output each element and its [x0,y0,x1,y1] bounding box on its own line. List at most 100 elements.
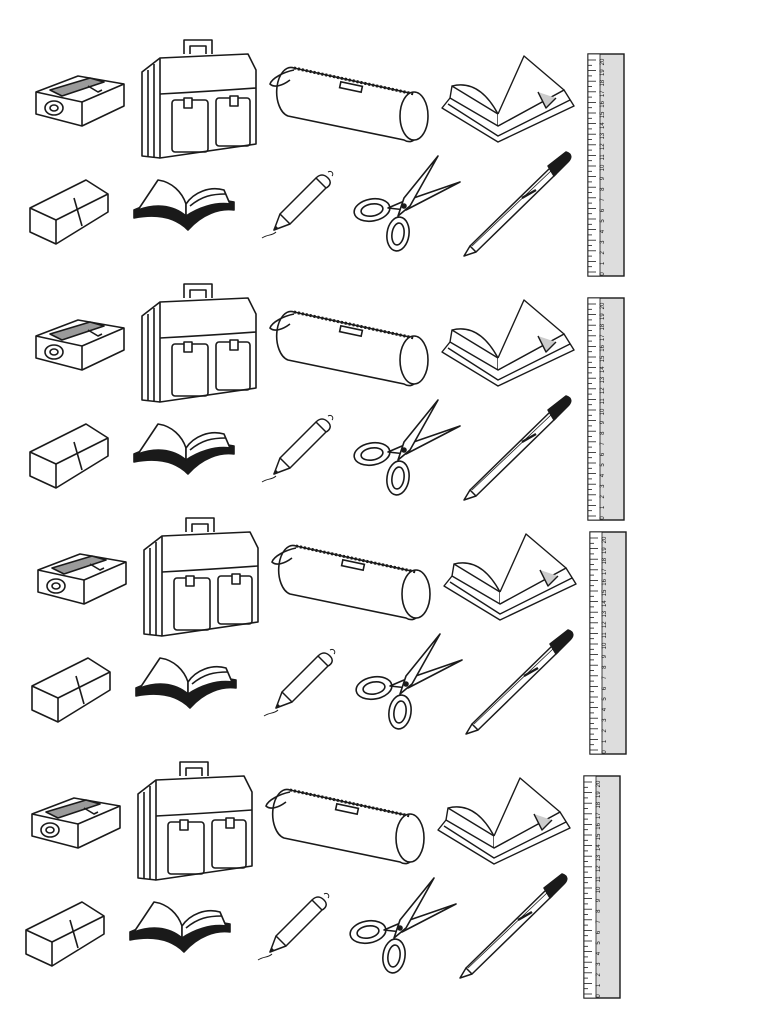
ruler-number: 0 [600,272,606,276]
ruler-number: 5 [600,219,606,223]
ruler-number: 17 [600,90,606,97]
ruler-number: 8 [596,909,602,913]
ruler-number: 6 [600,452,606,456]
ruler-number: 15 [602,589,608,596]
notebook-icon [438,296,578,390]
ruler-number: 3 [602,718,608,722]
ruler-number: 1 [602,739,608,743]
pencil-case-icon [268,536,436,622]
eraser-icon [22,900,108,970]
ruler-number: 18 [600,323,606,330]
sharpener-icon [32,312,128,374]
ruler-number: 2 [602,728,608,732]
ruler-number: 14 [600,122,606,129]
ruler-number: 1 [600,261,606,265]
ruler-number: 7 [600,197,606,201]
ruler-number: 4 [600,473,606,477]
pencil-icon [254,890,334,962]
ruler-number: 16 [596,822,602,829]
ruler-number: 15 [596,833,602,840]
ruler-number: 15 [600,355,606,362]
ruler-number: 0 [602,750,608,754]
ruler-number: 14 [596,844,602,851]
ruler-number: 0 [596,994,602,998]
ruler-number: 11 [596,876,602,883]
sharpener-icon [28,790,124,852]
ruler-number: 10 [596,886,602,893]
eraser-icon [28,656,114,726]
ruler-number: 2 [600,494,606,498]
ruler-number: 3 [596,962,602,966]
eraser-icon [26,422,112,492]
ruler-number: 17 [596,812,602,819]
ruler-number: 16 [602,578,608,585]
ruler-number: 2 [596,972,602,976]
pencil-icon [260,646,340,718]
schoolbag-icon [140,514,262,640]
pencil-case-icon [266,302,434,388]
ruler-number: 3 [600,240,606,244]
book-icon [132,654,240,716]
ruler-number: 18 [602,557,608,564]
ruler-number: 1 [596,983,602,987]
book-icon [126,898,234,960]
ruler-number: 19 [602,547,608,554]
ruler-number: 8 [600,187,606,191]
ruler-number: 14 [600,366,606,373]
ruler-number: 17 [600,334,606,341]
ruler-number: 15 [600,111,606,118]
ruler-number: 12 [600,143,606,150]
sharpener-icon [34,546,130,608]
ruler-number: 7 [602,675,608,679]
ruler-number: 0 [600,516,606,520]
ruler-number: 13 [600,132,606,139]
ruler-number: 4 [602,707,608,711]
ruler-number: 5 [602,697,608,701]
notebook-icon [440,530,580,624]
pencil-icon [258,168,338,240]
ruler-number: 9 [600,176,606,180]
ruler-number: 5 [600,463,606,467]
ruler-number: 6 [602,686,608,690]
ruler-number: 8 [600,431,606,435]
notebook-icon [434,774,574,868]
ruler-number: 11 [602,632,608,639]
ruler-number: 6 [596,930,602,934]
ruler-number: 18 [600,79,606,86]
ruler-number: 16 [600,344,606,351]
schoolbag-icon [138,36,260,162]
ruler-number: 10 [600,408,606,415]
ruler-number: 11 [600,398,606,405]
ruler-number: 3 [600,484,606,488]
sharpener-icon [32,68,128,130]
pencil-case-icon [262,780,430,866]
ruler-number: 7 [600,441,606,445]
ruler-number: 10 [600,164,606,171]
eraser-icon [26,178,112,248]
ruler-number: 13 [600,376,606,383]
ruler-number: 5 [596,941,602,945]
ruler-number: 17 [602,568,608,575]
ruler-number: 10 [602,642,608,649]
pen-icon [464,628,576,736]
scissors-icon [352,632,466,732]
ruler-number: 19 [596,791,602,798]
scissors-icon [350,398,464,498]
pen-icon [462,150,574,258]
ruler-number: 20 [602,536,608,543]
ruler-number: 12 [600,387,606,394]
ruler-number: 19 [600,69,606,76]
book-icon [130,420,238,482]
ruler-number: 20 [600,302,606,309]
ruler-number: 8 [602,665,608,669]
book-icon [130,176,238,238]
ruler-number: 14 [602,600,608,607]
ruler-number: 18 [596,801,602,808]
